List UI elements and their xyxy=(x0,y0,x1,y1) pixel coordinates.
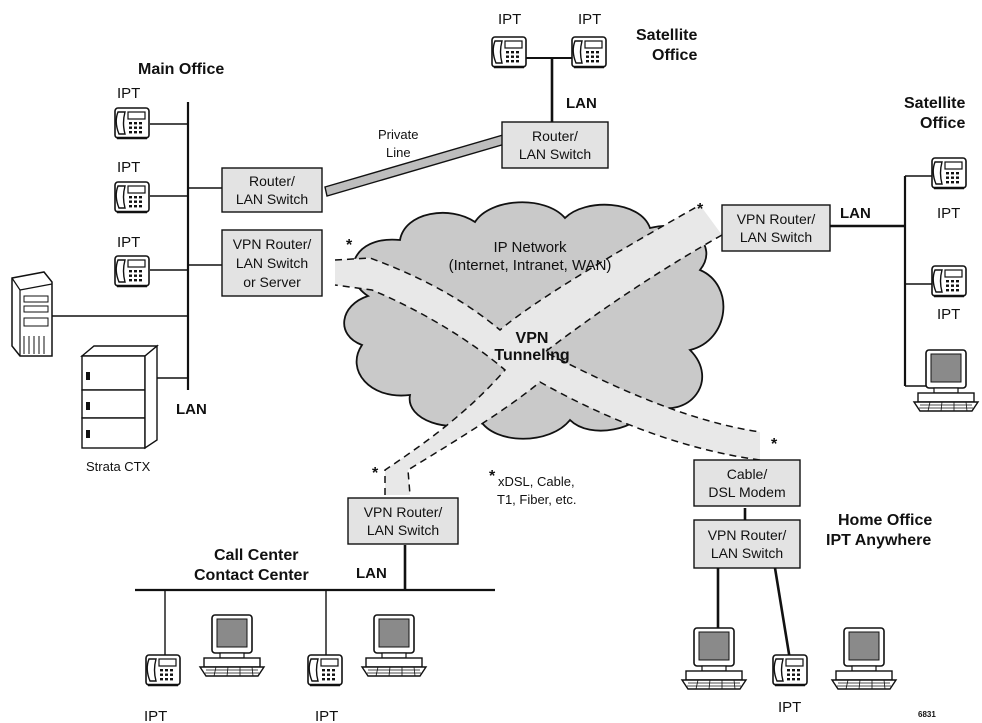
vpn-tunneling-label-2: Tunneling xyxy=(494,347,569,364)
home-modem-line-2: DSL Modem xyxy=(708,484,785,500)
sat-right-lan-label: LAN xyxy=(840,205,871,222)
home-vpn-line-2: LAN Switch xyxy=(711,545,783,561)
footnote-star: * xyxy=(489,468,496,485)
main-vpn-line-3: or Server xyxy=(243,274,301,290)
ip-network-label-1: IP Network xyxy=(493,239,567,256)
home-ipt-label: IPT xyxy=(778,699,801,716)
call-ipt-phone-1 xyxy=(144,653,182,687)
vpn-tunnels xyxy=(334,204,761,496)
sat-right-ipt-label-2: IPT xyxy=(937,306,960,323)
sat-right-pc-icon xyxy=(913,349,979,412)
sat-right-star: * xyxy=(697,201,704,218)
sat-right-ipt-phone-2 xyxy=(930,264,968,298)
call-vpn-box xyxy=(347,497,459,545)
sat-top-ipt-phone-2 xyxy=(570,35,608,69)
main-ipt-label-1: IPT xyxy=(117,85,140,102)
call-ipt-label-1: IPT xyxy=(144,708,167,723)
main-router-line-1: Router/ xyxy=(249,173,295,189)
call-vpn-line-2: LAN Switch xyxy=(367,522,439,538)
main-ipt-label-3: IPT xyxy=(117,234,140,251)
main-vpn-line-2: LAN Switch xyxy=(236,255,308,271)
server-icon xyxy=(11,271,53,357)
sat-top-router-box xyxy=(501,121,609,169)
main-office-title: Main Office xyxy=(138,61,224,78)
main-office-lan xyxy=(52,102,222,390)
sat-top-ipt-label-1: IPT xyxy=(498,11,521,28)
figure-number: 6831 xyxy=(918,710,936,719)
call-vpn-line-1: VPN Router/ xyxy=(364,504,443,520)
private-line-label-1: Private xyxy=(378,127,418,142)
sat-top-router-line-1: Router/ xyxy=(532,128,578,144)
call-center-title-2: Contact Center xyxy=(194,567,309,584)
call-vpn-star: * xyxy=(372,465,379,482)
call-ipt-phone-2 xyxy=(306,653,344,687)
main-ipt-phone-1 xyxy=(113,106,151,140)
sat-right-title-2: Office xyxy=(920,115,965,132)
main-vpn-line-1: VPN Router/ xyxy=(233,236,312,252)
sat-right-vpn-line-1: VPN Router/ xyxy=(737,211,816,227)
ip-network-label-2: (Internet, Intranet, WAN) xyxy=(449,257,612,274)
home-office-title-2: IPT Anywhere xyxy=(826,532,931,549)
strata-ctx-label: Strata CTX xyxy=(86,459,151,474)
home-vpn-line-1: VPN Router/ xyxy=(708,527,787,543)
private-line xyxy=(324,134,506,197)
footnote-line-2: T1, Fiber, etc. xyxy=(497,492,576,507)
call-center-lan xyxy=(135,545,495,660)
main-router-line-2: LAN Switch xyxy=(236,191,308,207)
call-pc-icon-2 xyxy=(361,614,427,677)
private-line-label-2: Line xyxy=(386,145,411,160)
call-pc-icon-1 xyxy=(199,614,265,677)
main-router-box xyxy=(221,167,323,213)
sat-right-ipt-phone-1 xyxy=(930,156,968,190)
sat-right-vpn-box xyxy=(721,204,831,252)
home-modem-star: * xyxy=(771,436,778,453)
home-modem-line-1: Cable/ xyxy=(727,466,768,482)
sat-right-vpn-line-2: LAN Switch xyxy=(740,229,812,245)
sat-top-title-2: Office xyxy=(652,47,697,64)
main-lan-label: LAN xyxy=(176,401,207,418)
home-office-title-1: Home Office xyxy=(838,512,932,529)
call-center-title-1: Call Center xyxy=(214,547,298,564)
main-vpn-box xyxy=(221,229,323,297)
call-lan-label: LAN xyxy=(356,565,387,582)
home-vpn-box xyxy=(693,519,801,569)
home-pc-icon-1 xyxy=(681,627,747,690)
vpn-tunneling-label-1: VPN xyxy=(516,330,549,347)
sat-top-ipt-phone-1 xyxy=(490,35,528,69)
strata-ctx-icon xyxy=(80,344,159,450)
sat-right-lan xyxy=(830,175,935,387)
home-office-links xyxy=(716,508,792,661)
sat-top-title-1: Satellite xyxy=(636,27,697,44)
sat-top-lan-label: LAN xyxy=(566,95,597,112)
sat-top-router-line-2: LAN Switch xyxy=(519,146,591,162)
main-vpn-star: * xyxy=(346,237,353,254)
home-ipt-phone xyxy=(771,653,809,687)
sat-right-title-1: Satellite xyxy=(904,95,965,112)
main-ipt-label-2: IPT xyxy=(117,159,140,176)
sat-right-ipt-label-1: IPT xyxy=(937,205,960,222)
sat-top-ipt-label-2: IPT xyxy=(578,11,601,28)
home-modem-box xyxy=(693,459,801,507)
call-ipt-label-2: IPT xyxy=(315,708,338,723)
footnote-line-1: xDSL, Cable, xyxy=(498,474,575,489)
home-pc-icon-2 xyxy=(831,627,897,690)
main-ipt-phone-2 xyxy=(113,180,151,214)
main-ipt-phone-3 xyxy=(113,254,151,288)
